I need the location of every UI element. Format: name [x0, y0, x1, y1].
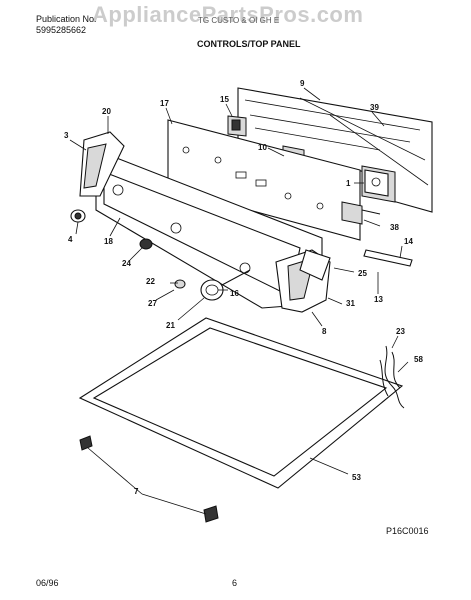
callout-18: 18: [104, 237, 113, 246]
callout-14: 14: [404, 237, 413, 246]
section-title: CONTROLS/TOP PANEL: [197, 39, 301, 49]
callout-22: 22: [146, 277, 155, 286]
hinge-clip-lower: [203, 505, 219, 523]
callout-13: 13: [374, 295, 383, 304]
callout-4: 4: [68, 235, 73, 244]
publication-number: 5995285662: [36, 25, 87, 35]
callout-3: 3: [64, 131, 69, 140]
callout-21: 21: [166, 321, 175, 330]
callout-9: 9: [300, 79, 305, 88]
left-end-cap: [79, 131, 125, 197]
hinge-clip-upper: [79, 435, 93, 451]
callout-17: 17: [160, 99, 169, 108]
callout-7: 7: [134, 487, 139, 496]
callout-53: 53: [352, 473, 361, 482]
switch-component: [227, 115, 247, 137]
model-text: TG CUSTO & OI GH E: [198, 16, 280, 25]
console-housing: [95, 149, 323, 309]
drawing-code: P16C0016: [386, 526, 429, 536]
footer-date: 06/96: [36, 578, 59, 588]
knob-24: [139, 238, 153, 250]
control-panel-plate: [167, 119, 361, 241]
callout-20: 20: [102, 107, 111, 116]
callout-10: 10: [258, 143, 267, 152]
publication-label: Publication No.: [36, 14, 97, 24]
callout-31: 31: [346, 299, 355, 308]
watermark: AppliancePartsPros.com: [92, 2, 364, 27]
callout-58: 58: [414, 355, 423, 364]
wire-harness: [379, 345, 405, 409]
knob-left: [70, 209, 86, 223]
callout-25: 25: [358, 269, 367, 278]
top-panel: [78, 317, 404, 489]
callout-16: 16: [230, 289, 239, 298]
page-number: 6: [232, 578, 238, 588]
callout-labels: 9 39 15 17 20 3 10 1 4 18 38 14 24 22 27…: [64, 79, 423, 496]
callout-27: 27: [148, 299, 157, 308]
callout-38: 38: [390, 223, 399, 232]
callout-24: 24: [122, 259, 131, 268]
callout-39: 39: [370, 103, 379, 112]
timer-module: [361, 165, 396, 203]
bracket-38: [341, 201, 381, 225]
callout-23: 23: [396, 327, 405, 336]
callout-15: 15: [220, 95, 229, 104]
callout-1: 1: [346, 179, 351, 188]
callout-8: 8: [322, 327, 327, 336]
right-end-cap: [275, 249, 331, 313]
clip-14: [363, 249, 413, 267]
main-knob: [174, 269, 251, 301]
leader-lines: [69, 87, 409, 515]
